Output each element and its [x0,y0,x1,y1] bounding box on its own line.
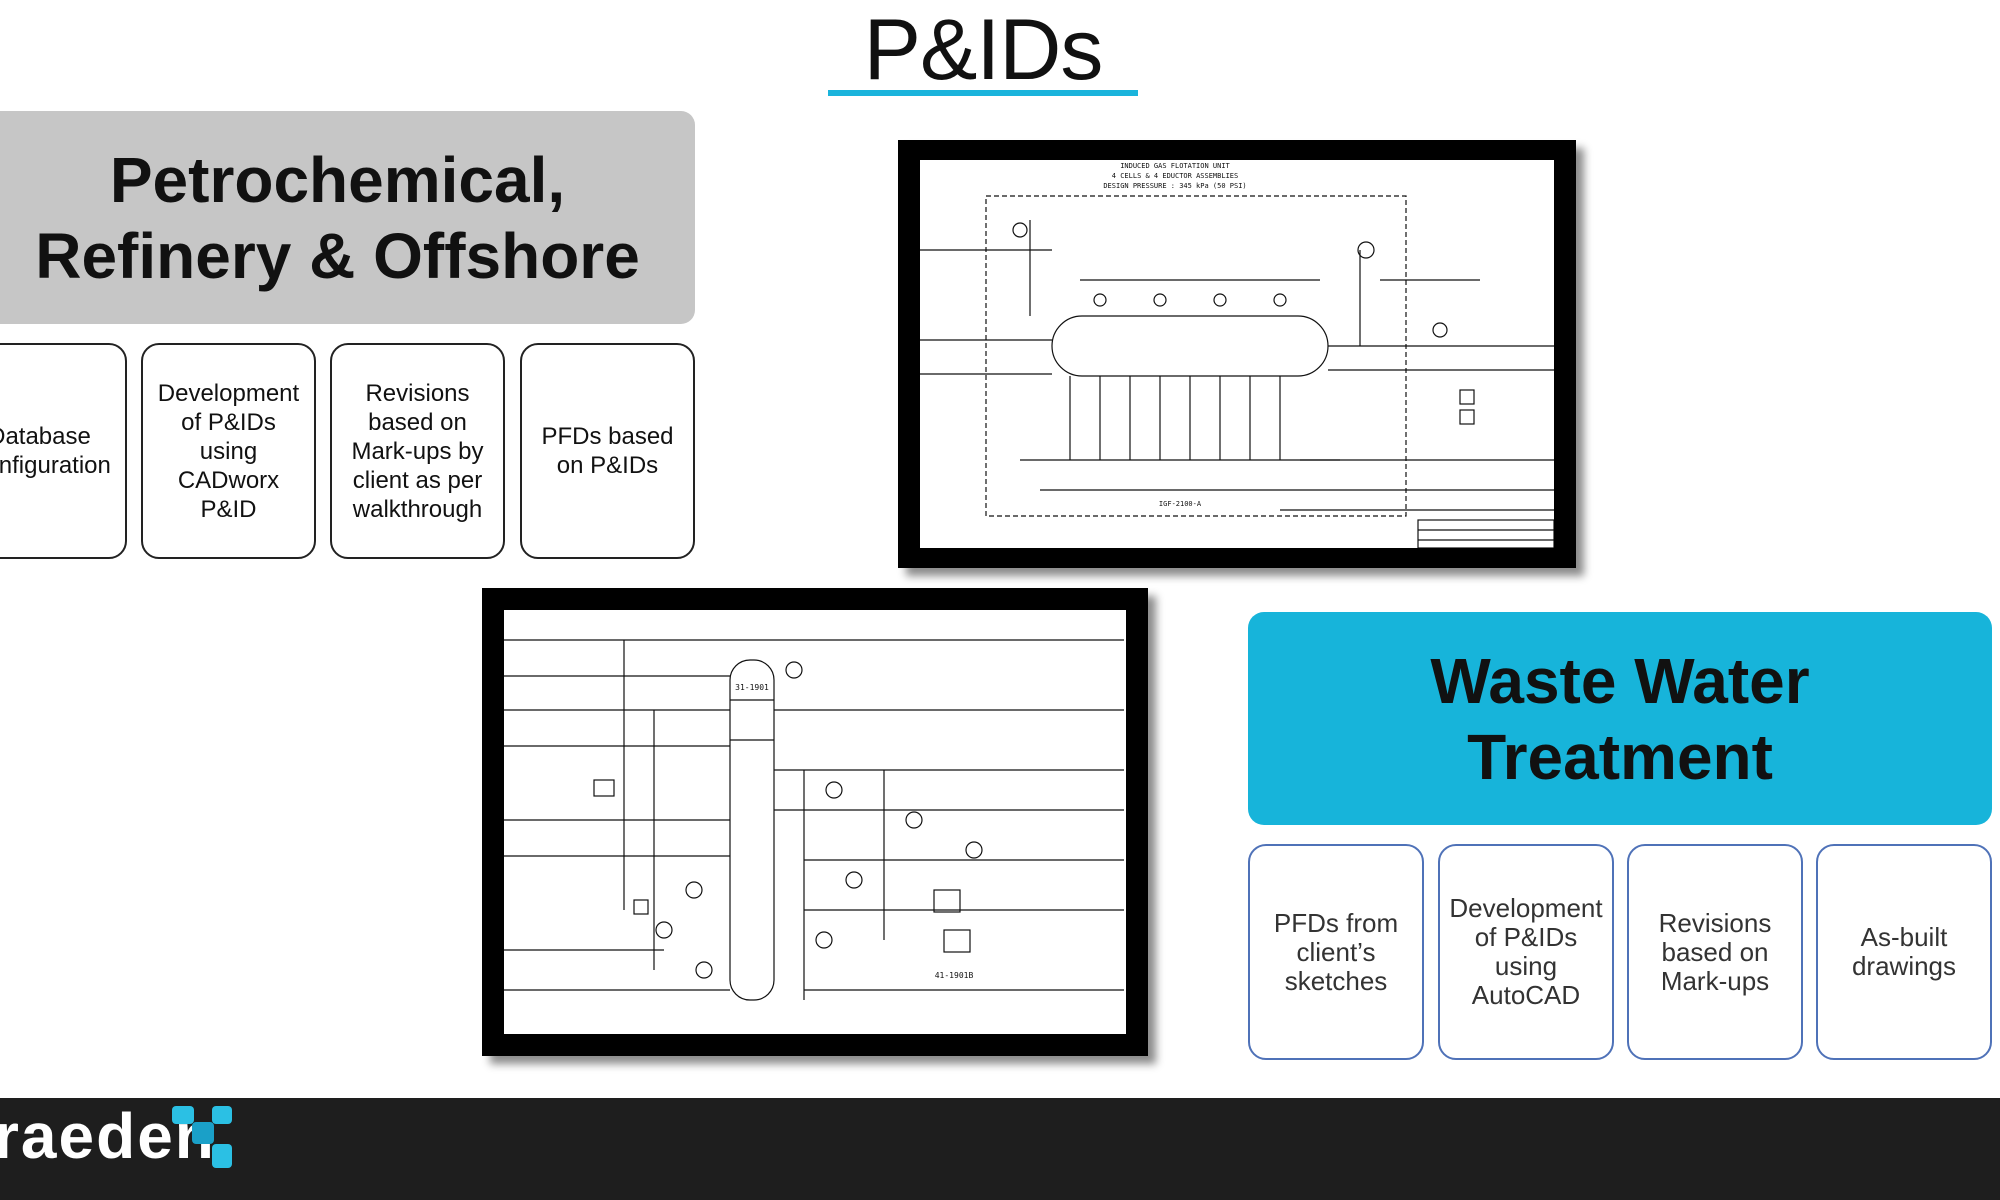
petro-card-development: Development of P&IDs using CADworx P&ID [141,343,316,559]
drawing-1-tag: IGF-2100-A [1159,500,1202,508]
pid-drawing-1-sheet: INDUCED GAS FLOTATION UNIT 4 CELLS & 4 E… [920,160,1554,548]
waste-card-revisions: Revisions based on Mark-ups [1627,844,1803,1060]
footer-bar [0,1098,2000,1200]
logo-mark-icon [172,1106,232,1168]
petrochemical-heading-text: Petrochemical, Refinery & Offshore [35,143,640,292]
waste-water-heading-text: Waste Water Treatment [1430,644,1810,793]
drawing-2-tag-2: 41-1901B [935,971,974,980]
petro-card-database-configuration: Database Configuration [0,343,127,559]
pid-drawing-2-sheet: 31-1901 41-1901B [504,610,1126,1034]
title-underline [828,90,1138,96]
petro-card-pfds: PFDs based on P&IDs [520,343,695,559]
waste-card-development: Development of P&IDs using AutoCAD [1438,844,1614,1060]
drawing-1-note-3: DESIGN PRESSURE : 345 kPa (50 PSI) [1103,182,1246,190]
waste-card-as-built: As-built drawings [1816,844,1992,1060]
waste-card-pfds: PFDs from client’s sketches [1248,844,1424,1060]
pid-drawing-flotation-unit: INDUCED GAS FLOTATION UNIT 4 CELLS & 4 E… [898,140,1576,568]
drawing-2-tag: 31-1901 [735,683,769,692]
petro-card-revisions: Revisions based on Mark-ups by client as… [330,343,505,559]
drawing-1-note-2: 4 CELLS & 4 EDUCTOR ASSEMBLIES [1112,172,1238,180]
petrochemical-heading: Petrochemical, Refinery & Offshore [0,111,695,324]
page-title: P&IDs [863,2,1104,98]
drawing-1-note-1: INDUCED GAS FLOTATION UNIT [1120,162,1230,170]
waste-water-heading: Waste Water Treatment [1248,612,1992,825]
pid-drawing-column: 31-1901 41-1901B [482,588,1148,1056]
